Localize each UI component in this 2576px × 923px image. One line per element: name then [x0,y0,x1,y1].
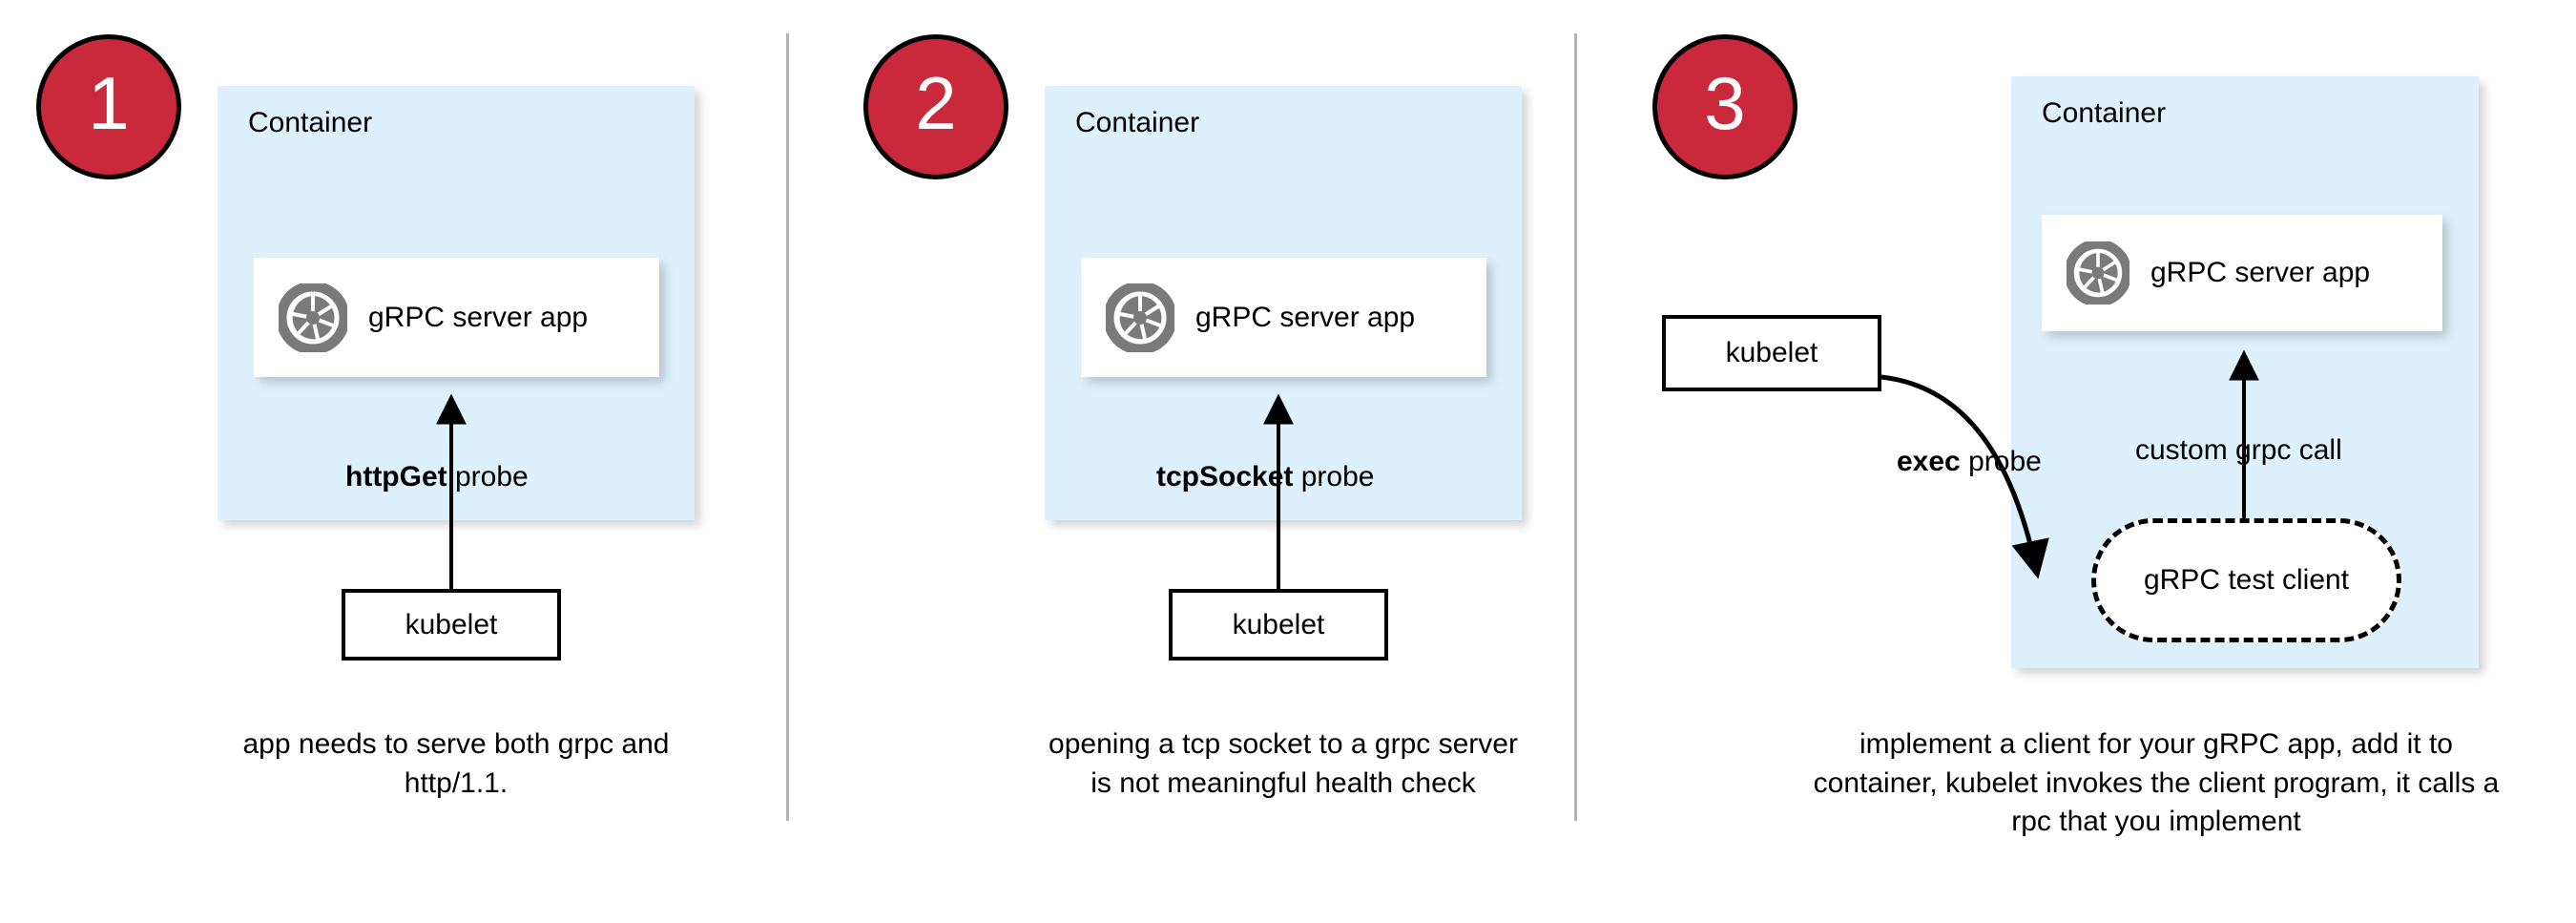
step-badge-3-number: 3 [1704,61,1746,145]
grpc-server-app-card-1: gRPC server app [254,258,659,377]
probe-label-1-rest: probe [447,461,529,493]
step-badge-1-number: 1 [88,61,130,145]
caption-2: opening a tcp socket to a grpc server is… [1049,728,1518,799]
grpc-server-app-label-2: gRPC server app [1195,301,1416,333]
grpc-server-app-label-3: gRPC server app [2150,257,2371,288]
probe-label-2-bold: tcpSocket [1156,461,1294,493]
grpc-test-client-pill: gRPC test client [2091,518,2401,642]
grpc-aperture-icon [279,283,347,352]
grpc-server-app-card-3: gRPC server app [2042,215,2442,331]
grpc-aperture-icon [1106,283,1174,352]
probe-label-1: httpGet probe [345,461,529,493]
grpc-aperture-icon [2067,241,2129,304]
custom-grpc-call-label: custom grpc call [2135,434,2342,466]
caption-1: app needs to serve both grpc and http/1.… [242,728,670,799]
container-label-2: Container [1075,107,1200,138]
probe-label-3: exec probe [1897,446,2042,478]
probe-label-3-rest: probe [1960,446,2042,477]
probe-label-2-rest: probe [1293,461,1375,493]
container-label-3: Container [2042,97,2167,129]
step-badge-3: 3 [1652,34,1797,179]
kubelet-label-2: kubelet [1232,608,1325,640]
kubelet-box-3: kubelet [1662,315,1881,391]
grpc-server-app-label-1: gRPC server app [368,301,589,333]
kubelet-label-3: kubelet [1725,337,1818,368]
probe-label-1-bold: httpGet [345,461,447,493]
caption-3: implement a client for your gRPC app, ad… [1813,728,2500,837]
step-badge-2: 2 [863,34,1008,179]
kubelet-label-1: kubelet [405,608,498,640]
probe-label-2: tcpSocket probe [1156,461,1374,493]
kubelet-box-2: kubelet [1169,589,1388,661]
grpc-test-client-label: gRPC test client [2143,564,2350,596]
panel-divider-2 [1574,33,1577,821]
kubelet-box-1: kubelet [342,589,561,661]
container-label-1: Container [248,107,373,138]
grpc-server-app-card-2: gRPC server app [1081,258,1486,377]
step-badge-2-number: 2 [915,61,957,145]
step-badge-1: 1 [36,34,181,179]
probe-label-3-bold: exec [1897,446,1961,477]
panel-divider-1 [786,33,789,821]
